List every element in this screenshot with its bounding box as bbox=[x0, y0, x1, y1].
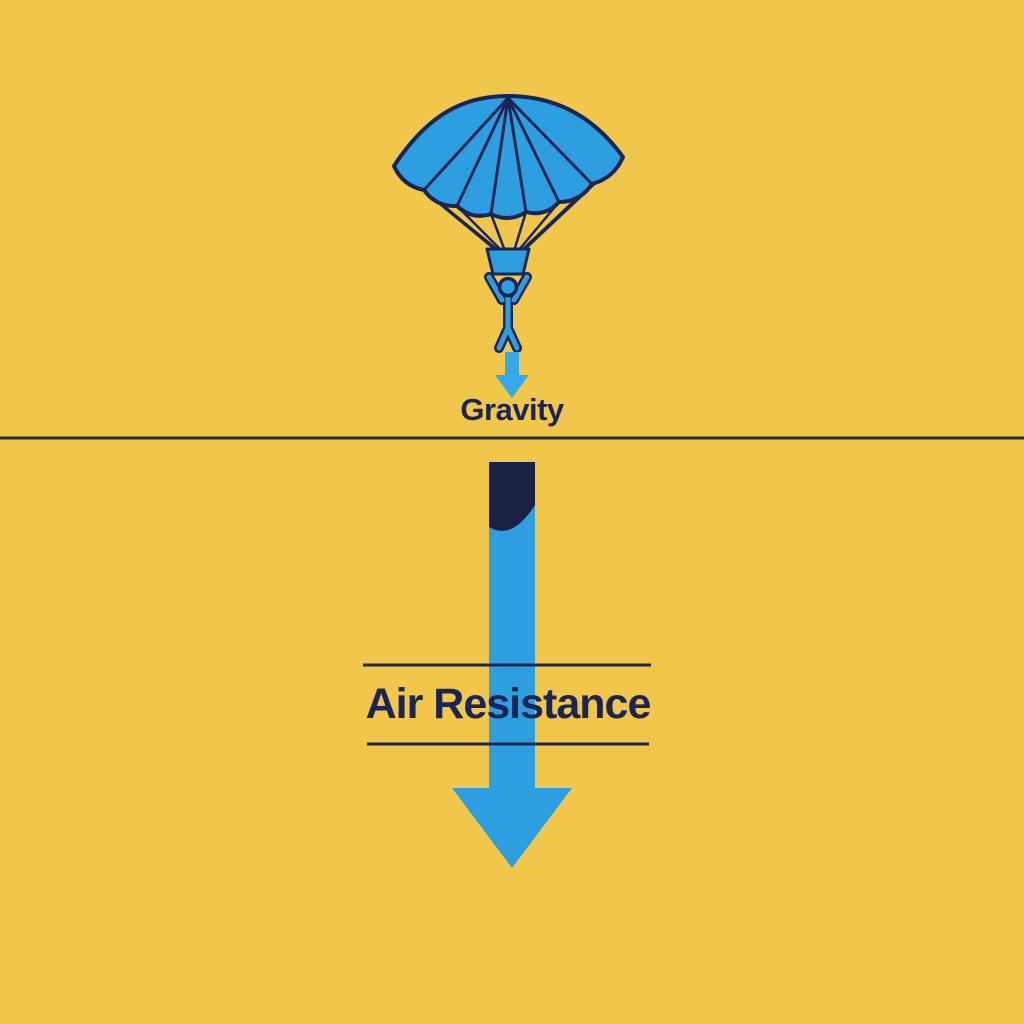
canopy-rib bbox=[506, 96, 561, 204]
canopy-rib bbox=[422, 96, 510, 192]
suspension-line bbox=[512, 210, 528, 253]
canopy-rib bbox=[489, 96, 510, 216]
parachute-canopy bbox=[392, 94, 625, 220]
canopy-rib bbox=[455, 96, 510, 208]
gravity-label: Gravity bbox=[460, 392, 565, 427]
canopy-ribs bbox=[422, 96, 594, 216]
canopy-rib bbox=[506, 96, 594, 186]
skydiver-body bbox=[486, 274, 530, 351]
parachute-illustration bbox=[392, 94, 625, 353]
gravity-arrow-icon bbox=[495, 352, 529, 398]
air-resistance-arrow-icon bbox=[452, 462, 572, 868]
arrow-shaft-dark-segment bbox=[489, 462, 535, 531]
parachute-pack bbox=[485, 247, 531, 276]
skydiver-head bbox=[497, 276, 519, 298]
air-resistance-label: Air Resistance bbox=[366, 680, 651, 728]
suspension-line bbox=[489, 212, 507, 253]
skydiver-figure bbox=[484, 272, 532, 353]
canopy-rib bbox=[506, 96, 528, 214]
arrow-head bbox=[452, 788, 572, 868]
